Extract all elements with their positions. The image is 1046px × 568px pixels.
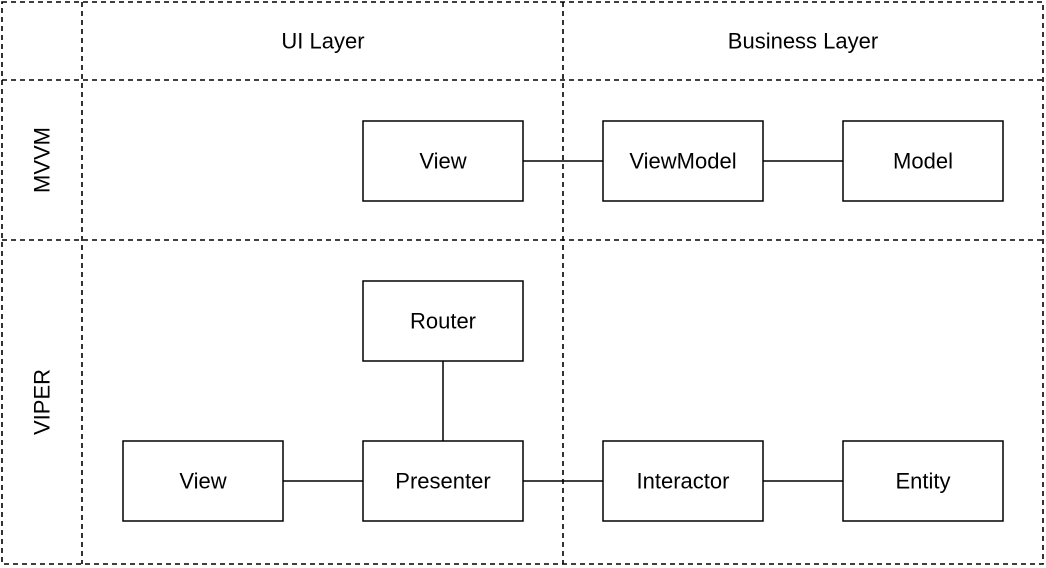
model-label: Model [893, 149, 953, 174]
business-layer-header: Business Layer [728, 29, 878, 54]
mvvm-view-label: View [419, 149, 466, 174]
router-box [362, 280, 524, 362]
model-box [842, 120, 1004, 202]
viewmodel-box [602, 120, 764, 202]
entity-node: Entity [842, 440, 1004, 522]
entity-label: Entity [895, 469, 950, 494]
interactor-label: Interactor [637, 469, 730, 494]
entity-box [842, 440, 1004, 522]
viper-row-label: VIPER [30, 369, 55, 435]
interactor-box [602, 440, 764, 522]
interactor-node: Interactor [602, 440, 764, 522]
presenter-label: Presenter [395, 469, 490, 494]
router-label: Router [410, 309, 476, 334]
ui-layer-header: UI Layer [281, 29, 364, 54]
viper-view-label: View [179, 469, 226, 494]
mvvm-view-box [362, 120, 524, 202]
viewmodel-node: ViewModel [602, 120, 764, 202]
presenter-node: Presenter [362, 440, 524, 522]
viewmodel-label: ViewModel [629, 149, 736, 174]
mvvm-view-node: View [362, 120, 524, 202]
model-node: Model [842, 120, 1004, 202]
connectors [283, 160, 843, 482]
viper-view-node: View [122, 440, 284, 522]
mvvm-row-label: MVVM [30, 127, 55, 193]
viper-view-box [122, 440, 284, 522]
presenter-box [362, 440, 524, 522]
router-node: Router [362, 280, 524, 362]
